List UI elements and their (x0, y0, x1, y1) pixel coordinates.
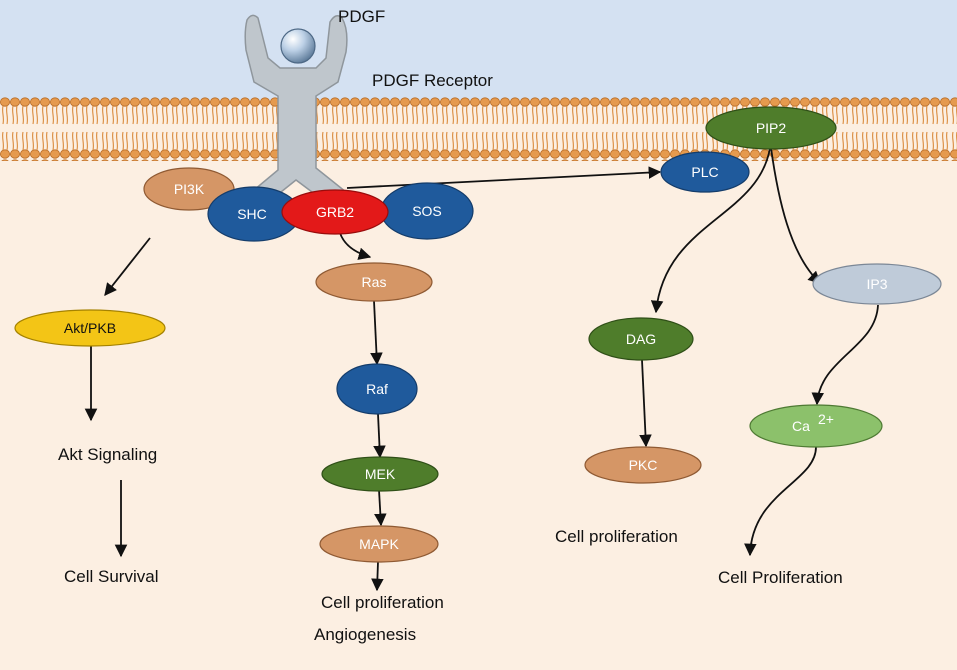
arrow-grb2-ras (339, 232, 372, 260)
arrow-dag-pkc (639, 359, 652, 448)
akt-pkb-label: Akt/PKB (64, 320, 116, 336)
raf-node (336, 363, 418, 415)
ca-outcome-label: Cell Proliferation (718, 568, 843, 587)
mapk-node (319, 525, 439, 563)
calcium-charge-label: 2+ (818, 411, 834, 427)
pdgf-ligand-ball (280, 28, 316, 64)
arrow-mapk-outcome (371, 561, 384, 592)
arrow-ras-raf (370, 300, 383, 366)
arrows (84, 147, 879, 592)
shc-label: SHC (237, 206, 267, 222)
plc-label: PLC (691, 164, 718, 180)
grb2-node (281, 189, 389, 235)
arrow-raf-mek (373, 413, 386, 459)
arrow-ip3-ca (811, 304, 879, 406)
arrow-pip2-ip3 (770, 147, 821, 284)
akt-signaling-label: Akt Signaling (58, 445, 157, 464)
pkc-label: PKC (629, 457, 658, 473)
pkc-outcome-label: Cell proliferation (555, 527, 678, 546)
arrow-mek-mapk (374, 489, 387, 527)
pip2-node (705, 106, 837, 150)
arrow-ca-outcome (744, 446, 817, 557)
arrow-pi3k-akt (104, 237, 151, 296)
calcium-node (749, 404, 883, 448)
mek-label: MEK (365, 466, 396, 482)
dag-label: DAG (626, 331, 656, 347)
mapk-outcome-proliferation: Cell proliferation (321, 593, 444, 612)
cell-survival-label: Cell Survival (64, 567, 158, 586)
pi3k-label: PI3K (174, 181, 205, 197)
ip3-node (812, 263, 942, 305)
akt-pkb-node (14, 309, 166, 347)
calcium-label: Ca (792, 418, 810, 434)
raf-label: Raf (366, 381, 388, 397)
mek-node (321, 456, 439, 492)
ip3-label: IP3 (866, 276, 887, 292)
mapk-label: MAPK (359, 536, 399, 552)
pdgf-receptor-shape (234, 14, 358, 213)
arrow-to-plc (346, 166, 662, 189)
ras-node (315, 262, 433, 302)
ras-label: Ras (362, 274, 387, 290)
mapk-outcome-angiogenesis: Angiogenesis (314, 625, 416, 644)
plc-node (660, 151, 750, 193)
dag-node (588, 317, 694, 361)
pdgf-label: PDGF (338, 7, 385, 26)
arrow-pip2-dag (650, 147, 771, 314)
pkc-node (584, 446, 702, 484)
grb2-label: GRB2 (316, 204, 354, 220)
sos-label: SOS (412, 203, 442, 219)
extracellular-region (0, 0, 957, 100)
pdgf-receptor-label: PDGF Receptor (372, 71, 493, 90)
pip2-label: PIP2 (756, 120, 787, 136)
